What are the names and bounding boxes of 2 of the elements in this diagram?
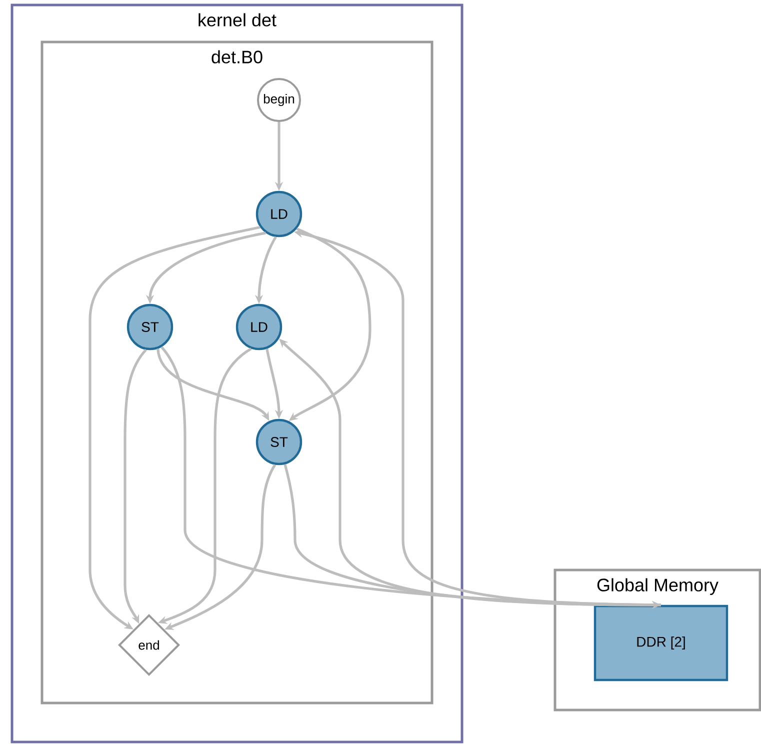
arrow [88,226,260,630]
memory-box: DDR [2] [594,604,728,682]
